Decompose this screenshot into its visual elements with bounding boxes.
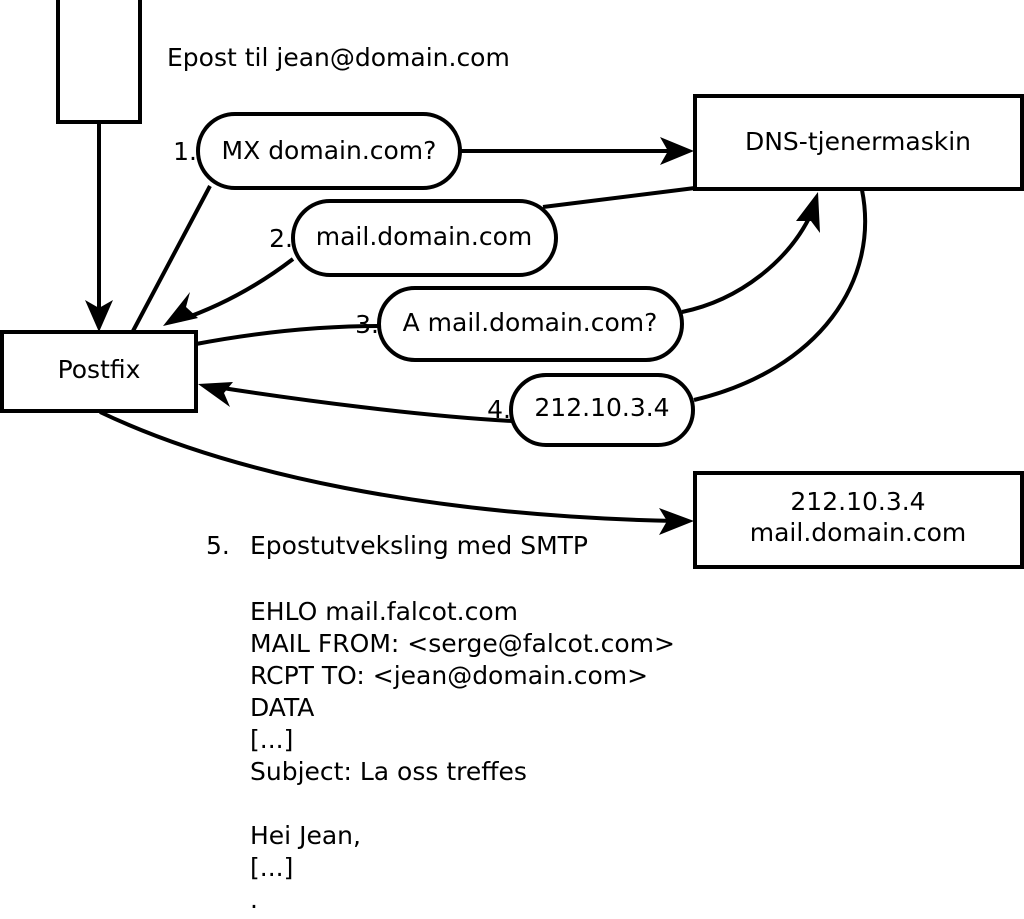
edge-step3-to-dns xyxy=(681,192,820,314)
edge-postfix-to-step3 xyxy=(195,324,381,346)
step-number-4: 4. xyxy=(487,395,511,424)
edge-postfix-to-mailserver xyxy=(99,410,694,535)
node-dns-server[interactable]: DNS-tjenermaskin xyxy=(693,94,1024,191)
node-dns-server-label: DNS-tjenermaskin xyxy=(745,127,971,156)
edge-step2-to-postfix xyxy=(163,257,295,326)
step-label-3: A mail.domain.com? xyxy=(403,308,658,337)
step-bubble-1[interactable]: 1. MX domain.com? xyxy=(173,112,462,190)
edge-dns-to-step2 xyxy=(542,186,696,209)
edge-step1-to-dns xyxy=(460,137,694,165)
step-label-5: Epostutveksling med SMTP xyxy=(250,531,588,560)
smtp-line: [...] xyxy=(250,853,293,882)
smtp-transcript: EHLO mail.falcot.com MAIL FROM: <serge@f… xyxy=(250,597,675,914)
step-label-1: MX domain.com? xyxy=(222,136,437,165)
node-postfix-label: Postfix xyxy=(58,355,141,384)
edge-step4-to-postfix xyxy=(198,382,513,423)
step-label-4: 212.10.3.4 xyxy=(534,393,669,422)
step-number-3: 3. xyxy=(355,310,379,339)
smtp-line: RCPT TO: <jean@domain.com> xyxy=(250,661,648,690)
smtp-line: Subject: La oss treffes xyxy=(250,757,527,786)
smtp-line: DATA xyxy=(250,693,314,722)
step-label-2: mail.domain.com xyxy=(316,222,532,251)
step-bubble-3[interactable]: 3. A mail.domain.com? xyxy=(355,286,684,362)
step-bubble-4[interactable]: 4. 212.10.3.4 xyxy=(487,373,695,447)
diagram-caption: Epost til jean@domain.com xyxy=(167,43,510,72)
edge-sender-to-postfix xyxy=(85,122,113,332)
step-number-5: 5. xyxy=(206,531,230,560)
edge-postfix-to-step1 xyxy=(131,185,212,332)
smtp-line: EHLO mail.falcot.com xyxy=(250,597,518,626)
node-mail-server-ip: 212.10.3.4 xyxy=(790,487,925,516)
step-number-2: 2. xyxy=(269,224,293,253)
node-postfix[interactable]: Postfix xyxy=(0,330,198,413)
edge-dns-to-step4 xyxy=(693,189,868,402)
smtp-line: Hei Jean, xyxy=(250,821,361,850)
node-mail-server[interactable]: 212.10.3.4 mail.domain.com xyxy=(693,471,1024,569)
smtp-line: MAIL FROM: <serge@falcot.com> xyxy=(250,629,675,658)
step-bubble-2[interactable]: 2. mail.domain.com xyxy=(269,199,558,277)
step-number-1: 1. xyxy=(173,137,197,166)
smtp-line: . xyxy=(250,885,258,914)
smtp-line: [...] xyxy=(250,725,293,754)
node-mail-server-hostname: mail.domain.com xyxy=(750,518,966,547)
node-sender[interactable] xyxy=(56,0,142,124)
